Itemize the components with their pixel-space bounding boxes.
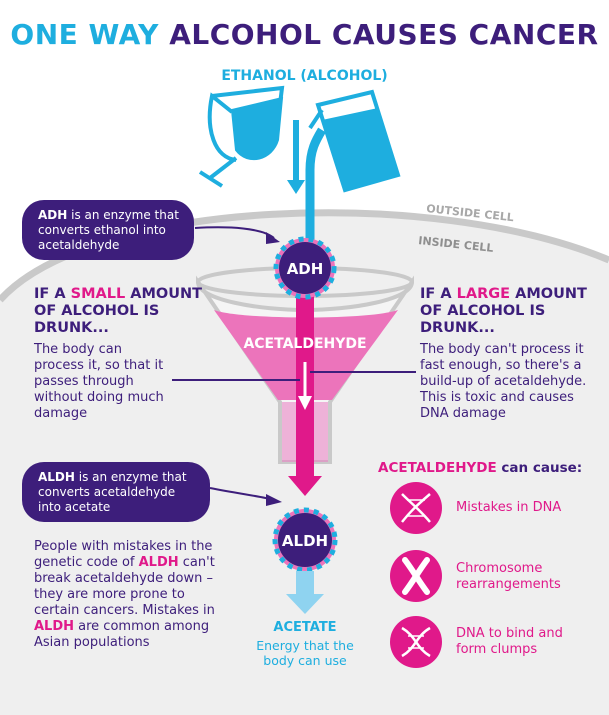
effect-dna-mistakes: Mistakes in DNA: [456, 500, 562, 515]
genetics-text: People with mistakes in the genetic code…: [34, 539, 215, 650]
small-amount-body: The body can process it, so that it pass…: [34, 342, 164, 421]
adh-label: ADH: [287, 260, 324, 278]
aldh-callout-bold: ALDH: [38, 470, 75, 484]
title-part-one: ONE WAY: [10, 18, 159, 51]
large-amount-heading: IF A LARGE AMOUNT OF ALCOHOL IS DRUNK...: [420, 286, 587, 336]
wine-glass-icon: [198, 85, 285, 188]
adh-callout-bold: ADH: [38, 208, 68, 222]
aldh-enzyme-icon: [272, 507, 338, 573]
aldh-callout-text: is an enzyme that converts acetaldehyde …: [38, 470, 187, 514]
stream-arrowhead: [288, 476, 322, 496]
page-title: ONE WAY ALCOHOL CAUSES CANCER: [0, 18, 609, 51]
aldh-label: ALDH: [282, 532, 328, 550]
funnel-acetaldehyde-label: ACETALDEHYDE: [243, 336, 366, 352]
dna-damage-icon: [390, 482, 442, 534]
acetate-arrowhead: [286, 594, 324, 614]
aldh-emph-2: ALDH: [34, 619, 75, 634]
cell-membrane: [0, 209, 609, 303]
large-amount-body: The body can't process it fast enough, s…: [420, 342, 587, 421]
wine-pour-arrow: [287, 180, 305, 194]
large-emph: LARGE: [456, 286, 511, 302]
acetate-stream: [296, 571, 314, 595]
chromosome-icon: [390, 550, 442, 602]
beaker-pour: [305, 127, 326, 248]
small-amount-heading: IF A SMALL AMOUNT OF ALCOHOL IS DRUNK...: [34, 286, 203, 336]
adh-callout: ADH is an enzyme that converts ethanol i…: [22, 200, 194, 260]
down-arrow-icon: [298, 396, 312, 410]
ethanol-label: ETHANOL (ALCOHOL): [221, 68, 388, 84]
small-emph: SMALL: [70, 286, 126, 302]
effect-chromosome: Chromosome rearrangements: [456, 561, 561, 592]
effect-dna-clumps: DNA to bind and form clumps: [456, 626, 563, 657]
beaker-icon: [308, 89, 401, 193]
causes-heading: ACETALDEHYDE can cause:: [378, 460, 583, 476]
aldh-callout: ALDH is an enzyme that converts acetalde…: [22, 462, 210, 522]
acetate-description: Energy that the body can use: [256, 638, 354, 668]
acetate-label: ACETATE: [273, 620, 337, 635]
adh-callout-text: is an enzyme that converts ethanol into …: [38, 208, 179, 252]
dna-clump-icon: [390, 616, 442, 668]
adh-enzyme-icon: [273, 236, 337, 300]
aldh-emph-1: ALDH: [138, 555, 179, 570]
title-part-two: ALCOHOL CAUSES CANCER: [169, 18, 599, 51]
